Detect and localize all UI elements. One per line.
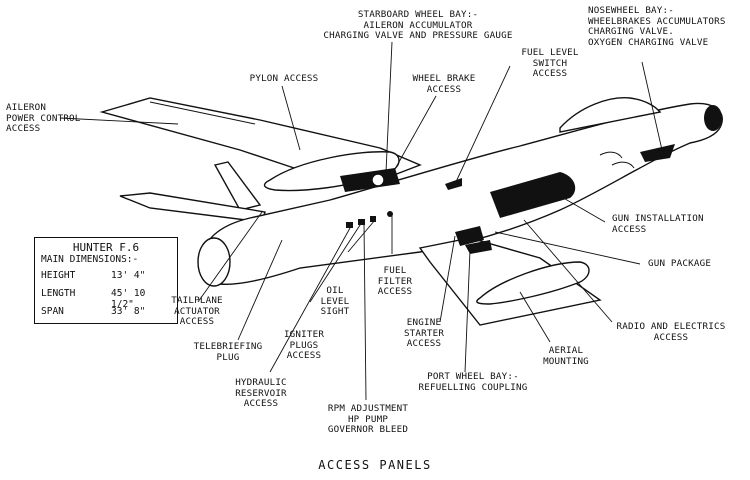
wheel-bay-panel — [340, 168, 400, 192]
dimensions-subtitle: MAIN DIMENSIONS:- — [41, 254, 139, 265]
jet-pipe — [197, 237, 231, 287]
starter-panel — [465, 240, 492, 254]
callout-oil-level-sight: OIL LEVEL SIGHT — [320, 285, 350, 317]
dimension-value: 13' 4" — [111, 270, 146, 281]
callout-fuel-level-switch: FUEL LEVEL SWITCH ACCESS — [521, 47, 579, 79]
dimensions-box: HUNTER F.6 MAIN DIMENSIONS:- HEIGHT 13' … — [34, 237, 178, 324]
tail-fin — [213, 161, 262, 211]
callout-gun-package: GUN PACKAGE — [648, 258, 712, 269]
dimension-label: LENGTH — [41, 288, 76, 299]
callout-engine-starter: ENGINE STARTER ACCESS — [403, 317, 445, 349]
callout-telebriefing-plug: TELEBRIEFING PLUG — [193, 341, 263, 363]
callout-fuel-filter: FUEL FILTER ACCESS — [377, 265, 413, 297]
callout-port-wheel-bay: PORT WHEEL BAY:- REFUELLING COUPLING — [418, 371, 528, 393]
callout-starboard-wheel-bay: STARBOARD WHEEL BAY:- AILERON ACCUMULATO… — [323, 9, 513, 41]
callout-igniter-plugs: IGNITER PLUGS ACCESS — [283, 329, 325, 361]
callout-aerial-mounting: AERIAL MOUNTING — [543, 345, 589, 367]
callout-aileron-power-control: AILERON POWER CONTROL ACCESS — [6, 102, 81, 134]
diagram-caption: ACCESS PANELS — [318, 458, 432, 472]
callout-pylon-access: PYLON ACCESS — [249, 73, 319, 84]
callout-radio-electrics: RADIO AND ELECTRICS ACCESS — [616, 321, 726, 343]
gun-package-panel — [455, 226, 484, 246]
callout-hydraulic-reservoir: HYDRAULIC RESERVOIR ACCESS — [235, 377, 287, 409]
leader-lines — [59, 41, 663, 401]
fuselage — [199, 102, 723, 286]
dimension-label: SPAN — [41, 306, 64, 317]
callout-nosewheel-bay: NOSEWHEEL BAY:- WHEELBRAKES ACCUMULATORS… — [588, 5, 726, 48]
port-drop-tank — [476, 261, 590, 305]
callout-rpm-adjustment: RPM ADJUSTMENT HP PUMP GOVERNOR BLEED — [327, 403, 409, 435]
callout-gun-installation: GUN INSTALLATION ACCESS — [612, 213, 704, 235]
dimensions-title: HUNTER F.6 — [72, 241, 140, 254]
dimension-value: 33' 8" — [111, 306, 146, 317]
nose-tip — [704, 105, 722, 131]
nosewheel-panel — [640, 144, 675, 162]
callout-wheel-brake-access: WHEEL BRAKE ACCESS — [412, 73, 476, 95]
dimension-label: HEIGHT — [41, 270, 76, 281]
callout-tailplane-actuator: TAILPLANE ACTUATOR ACCESS — [171, 295, 223, 327]
dimension-value: 45' 10 1/2" — [111, 288, 146, 310]
gun-installation-panel — [490, 172, 576, 218]
